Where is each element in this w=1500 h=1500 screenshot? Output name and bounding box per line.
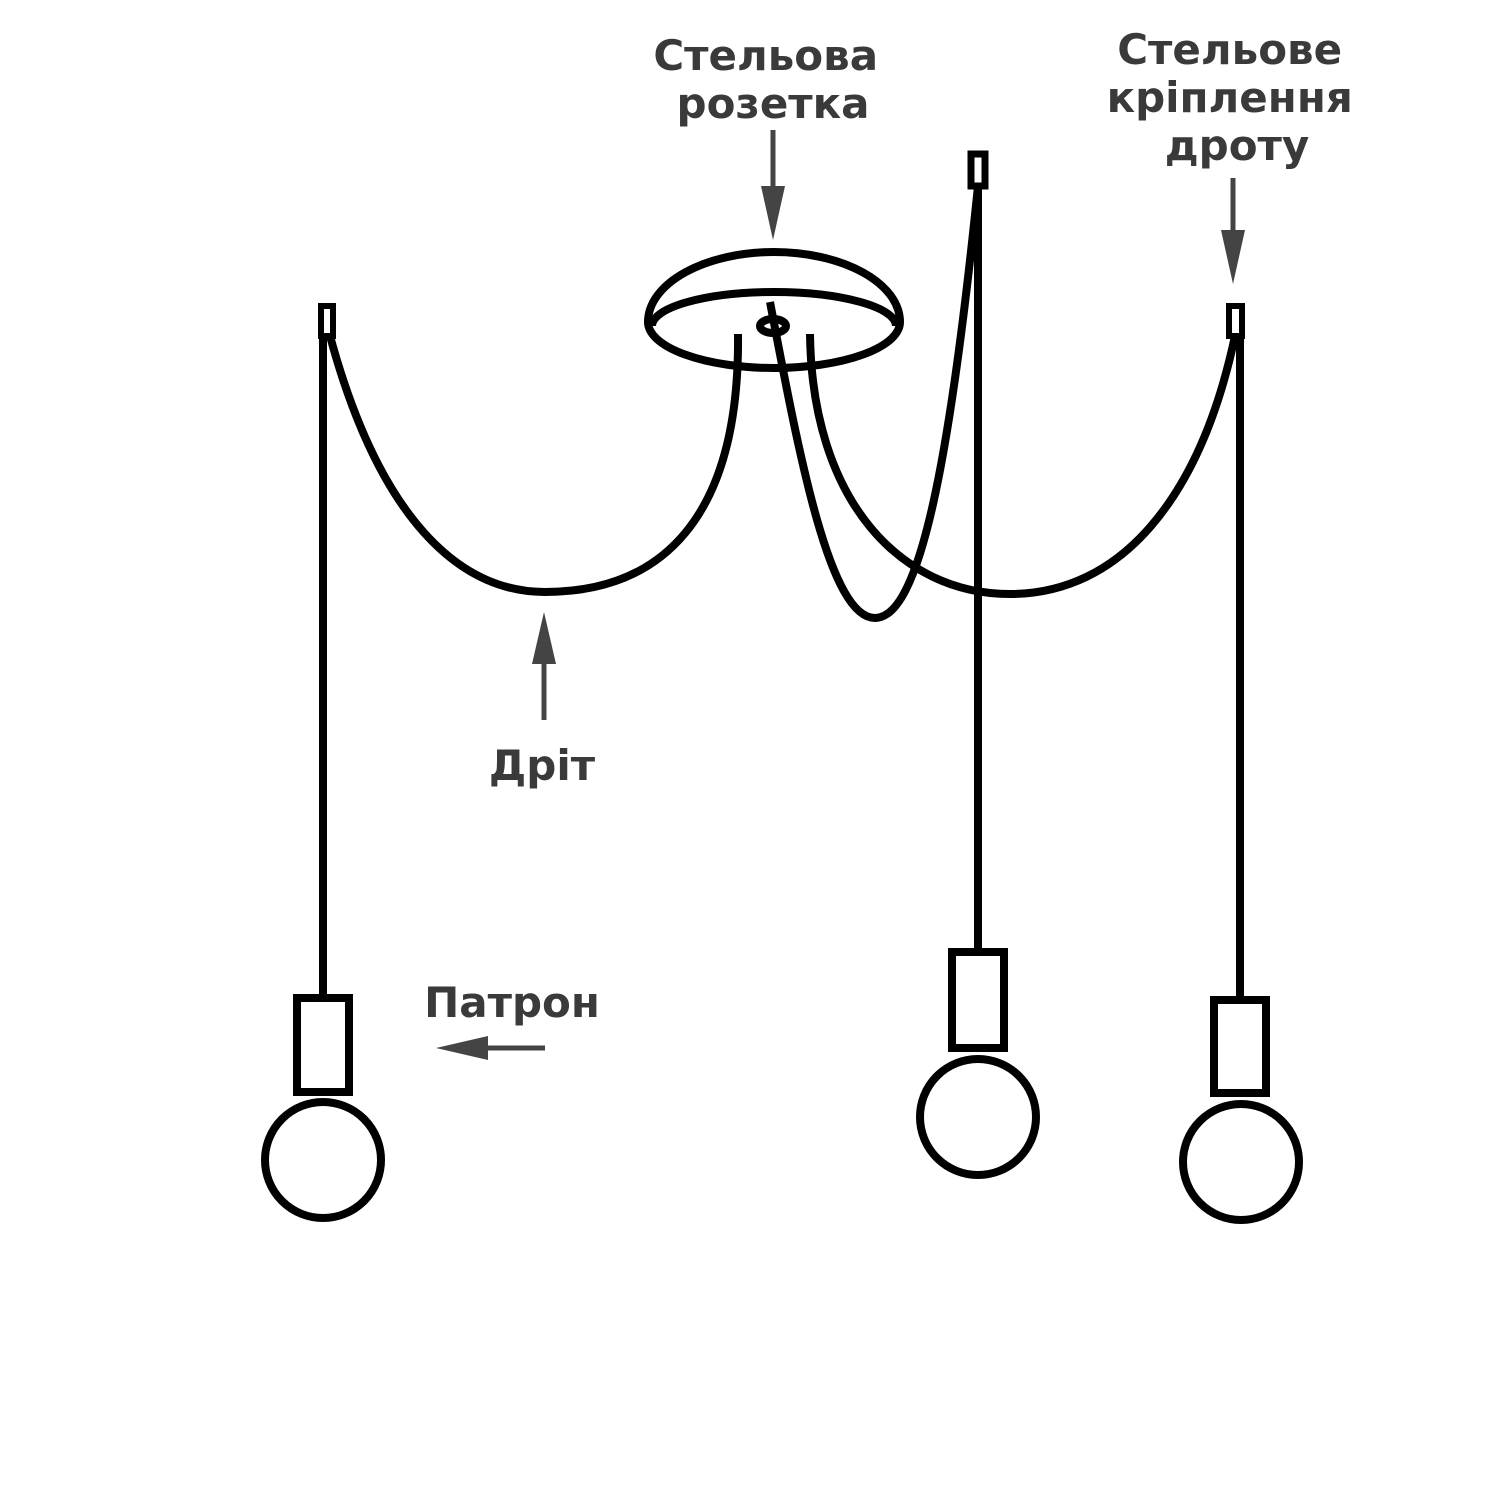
lamp-right <box>1179 996 1303 1224</box>
label-ceiling-rose: Стельова розетка <box>653 31 892 128</box>
wires <box>319 185 1244 1000</box>
arrows <box>436 130 1245 1060</box>
label-ceiling-hook: Стельове кріплення дроту <box>1107 25 1368 170</box>
label-wire: Дріт <box>489 741 596 790</box>
wire-middle <box>766 185 982 623</box>
hook-left <box>318 303 336 339</box>
ceiling-rose <box>644 248 904 372</box>
hook-middle <box>967 150 989 190</box>
wire-left <box>326 333 743 597</box>
lamp-left <box>261 994 385 1222</box>
lamp-middle <box>916 948 1040 1179</box>
hook-right <box>1226 303 1245 339</box>
label-socket: Патрон <box>424 978 600 1027</box>
ceiling-hooks <box>318 150 1245 339</box>
wire-right <box>806 333 1239 599</box>
